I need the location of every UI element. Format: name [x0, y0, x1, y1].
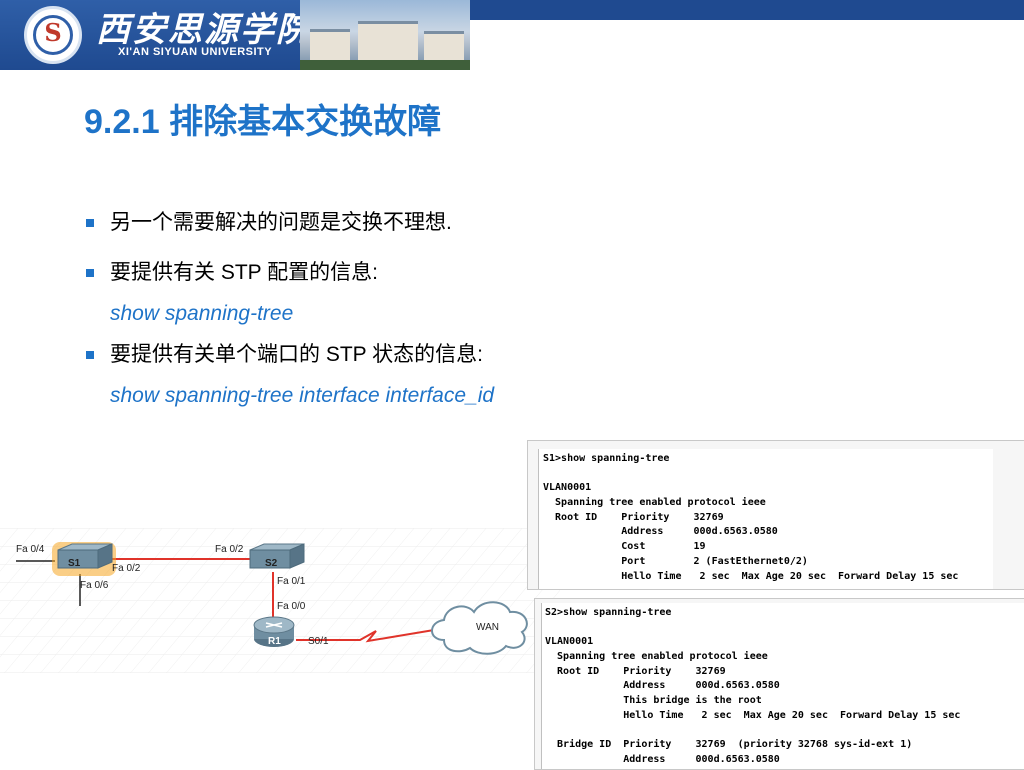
port-label: Fa 0/0: [277, 601, 306, 612]
bullet-item: 要提供有关单个端口的 STP 状态的信息:: [84, 338, 784, 372]
port-label: Fa 0/2: [215, 544, 244, 555]
port-label: S0/1: [308, 636, 329, 647]
bullet-list: 另一个需要解决的问题是交换不理想. 要提供有关 STP 配置的信息: show …: [84, 206, 784, 420]
building-shape: [358, 21, 418, 62]
terminal-line: Root ID Priority 32769: [545, 665, 726, 677]
bullet-text: 要提供有关单个端口的 STP 状态的信息:: [110, 343, 483, 366]
link-r1-wan: [296, 628, 441, 643]
wan-cloud-icon: [431, 601, 528, 655]
port-label: Fa 0/4: [16, 544, 45, 555]
terminal-line: [545, 621, 1022, 636]
terminal-line: Hello Time 2 sec Max Age 20 sec Forward …: [543, 570, 959, 582]
terminal-line: Address 000d.6563.0580: [545, 680, 780, 692]
port-label: Fa 0/2: [112, 563, 141, 574]
terminal-line: VLAN0001: [543, 482, 592, 494]
bullet-text: 另一个需要解决的问题是交换不理想.: [110, 211, 452, 234]
bullet-text: 要提供有关 STP 配置的信息:: [110, 261, 378, 284]
school-name-en: XI'AN SIYUAN UNIVERSITY: [118, 46, 273, 58]
terminal-line: Cost 19: [543, 541, 706, 553]
command-text: show spanning-tree: [110, 302, 294, 325]
router-r1-icon: [253, 616, 295, 647]
terminal-line: [545, 724, 1022, 739]
terminal-screen: S1>show spanning-tree VLAN0001 Spanning …: [538, 449, 993, 589]
device-label-s1: S1: [68, 558, 81, 569]
topology-svg: [0, 528, 560, 673]
terminal-screen: S2>show spanning-tree VLAN0001 Spanning …: [541, 603, 1024, 769]
port-label: Fa 0/6: [80, 580, 109, 591]
terminal-line: Address 000d.6563.0580: [543, 526, 778, 538]
bullet-square-icon: [86, 219, 94, 227]
school-name-cn: 西安思源学院: [96, 10, 312, 50]
bullet-item: 另一个需要解决的问题是交换不理想.: [84, 206, 784, 240]
switch-s2-icon: [249, 543, 305, 569]
header-banner: S 西安思源学院 XI'AN SIYUAN UNIVERSITY: [0, 0, 1024, 70]
terminal-line: Spanning tree enabled protocol ieee: [545, 651, 768, 663]
bullet-item: 要提供有关 STP 配置的信息:: [84, 256, 784, 290]
terminal-line: VLAN0001: [545, 636, 594, 648]
top-accent-bar: [470, 0, 1024, 20]
device-label-wan: WAN: [476, 622, 499, 633]
terminal-line: Port 2 (FastEthernet0/2): [543, 555, 808, 567]
emblem-letter: S: [44, 18, 62, 47]
terminal-line: [543, 467, 989, 482]
logo-banner: S 西安思源学院 XI'AN SIYUAN UNIVERSITY: [0, 0, 470, 70]
bullet-square-icon: [86, 269, 94, 277]
switch-s1-icon: [52, 542, 116, 576]
device-label-r1: R1: [268, 636, 281, 647]
terminal-line: Root ID Priority 32769: [543, 511, 724, 523]
terminal-line: S2>show spanning-tree: [545, 607, 672, 618]
command-text: show spanning-tree interface interface_i…: [110, 384, 495, 407]
terminal-s1-output: S1>show spanning-tree VLAN0001 Spanning …: [527, 440, 1024, 590]
trees-strip: [300, 60, 470, 70]
terminal-line: S1>show spanning-tree: [543, 453, 670, 464]
building-shape: [310, 29, 350, 62]
terminal-line: Address 000d.6563.0580: [545, 753, 780, 765]
university-emblem-icon: S: [24, 6, 82, 64]
terminal-line: This bridge is the root: [545, 695, 762, 707]
terminal-line: Hello Time 2 sec Max Age 20 sec Forward …: [545, 709, 961, 721]
network-diagram: Fa 0/4 S1 Fa 0/2 Fa 0/6 Fa 0/2 S2 Fa 0/1…: [0, 528, 560, 673]
port-label: Fa 0/1: [277, 576, 306, 587]
terminal-s2-output: S2>show spanning-tree VLAN0001 Spanning …: [534, 598, 1024, 770]
device-label-s2: S2: [265, 558, 278, 569]
terminal-line: Bridge ID Priority 32769 (priority 32768…: [545, 739, 913, 751]
bullet-square-icon: [86, 351, 94, 359]
campus-photo: [300, 0, 470, 70]
building-shape: [424, 31, 464, 62]
emblem-ring: [33, 15, 73, 55]
terminal-line: Spanning tree enabled protocol ieee: [543, 497, 766, 509]
page-title: 9.2.1 排除基本交换故障: [84, 103, 442, 141]
